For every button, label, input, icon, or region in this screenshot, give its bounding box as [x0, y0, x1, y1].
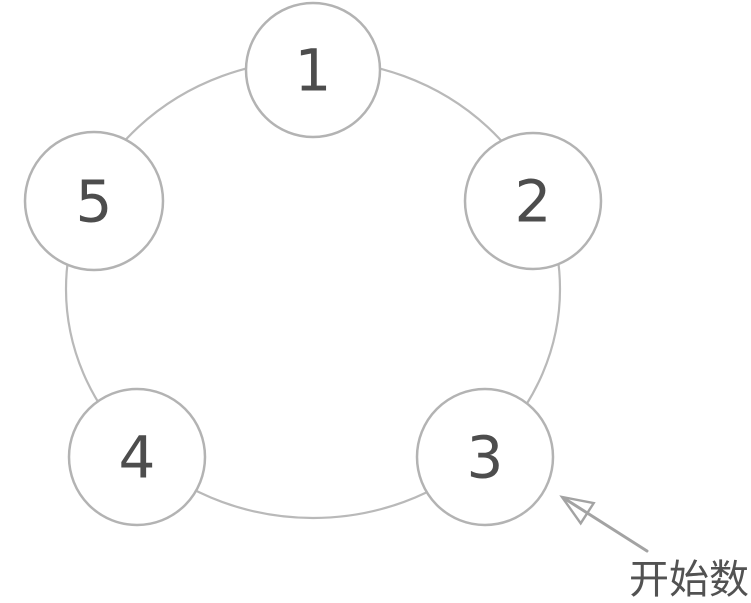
node-2: 2 [463, 131, 603, 271]
node-5-circle [23, 130, 165, 272]
start-count-label: 开始数 [629, 557, 749, 603]
node-3-circle [415, 387, 555, 527]
node-5-label: 5 [76, 167, 113, 235]
node-5: 5 [23, 130, 165, 272]
node-3-label: 3 [467, 423, 504, 491]
node-3: 3 [415, 387, 555, 527]
arrow-head-icon [559, 495, 596, 526]
arrow-shaft [563, 497, 649, 553]
node-1-label: 1 [295, 36, 332, 104]
node-2-circle [463, 131, 603, 271]
node-4-circle [67, 387, 207, 527]
start-pointer-arrow [559, 495, 649, 553]
node-1: 1 [244, 1, 382, 139]
node-2-label: 2 [515, 167, 552, 235]
node-1-circle [244, 1, 382, 139]
node-4-label: 4 [119, 423, 156, 491]
node-4: 4 [67, 387, 207, 527]
